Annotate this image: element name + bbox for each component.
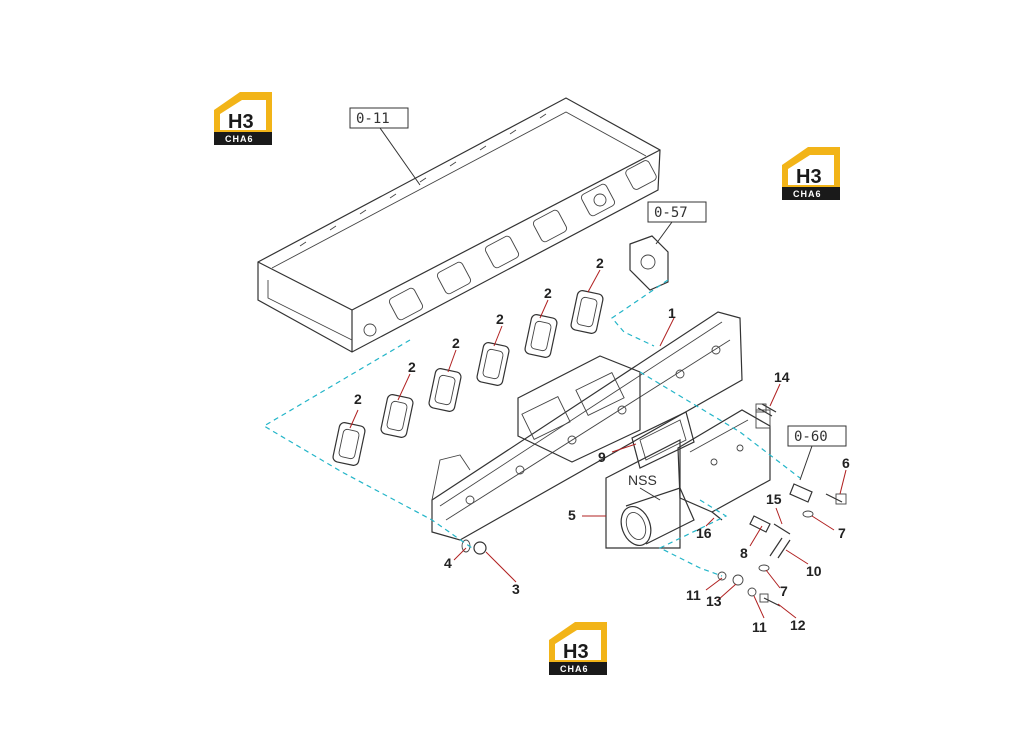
cylinder-head-drawing [257, 97, 661, 353]
part-number-6: 6 [842, 455, 850, 471]
watermark-text-top: H3 [228, 111, 254, 133]
part-number-5: 5 [568, 507, 576, 523]
part-number-8: 8 [740, 545, 748, 561]
part-number-3: 3 [512, 581, 520, 597]
part-number-7: 7 [780, 583, 788, 599]
egr-cooler-drawing [677, 409, 771, 513]
part-number-12: 12 [790, 617, 806, 633]
gasket-9-drawing [631, 411, 695, 469]
watermark-text-top: H3 [563, 641, 589, 663]
part-number-10: 10 [806, 563, 822, 579]
watermark-text-bottom: CHA6 [560, 664, 589, 674]
nss-box: NSS [605, 439, 695, 549]
ref-label-pipe: 0-60 [794, 429, 828, 445]
alignment-lines [262, 279, 801, 577]
part-number-16: 16 [696, 525, 712, 541]
part-number-2: 2 [596, 255, 604, 271]
watermark-logo-bottom: H3 CHA6 [549, 622, 607, 675]
part-number-9: 9 [598, 449, 606, 465]
watermark-text-bottom: CHA6 [793, 189, 822, 199]
ref-label-egr: 0-57 [654, 205, 688, 221]
ref-label-cylinder-head: 0-11 [356, 111, 390, 127]
watermark-text-bottom: CHA6 [225, 134, 254, 144]
part-number-7: 7 [838, 525, 846, 541]
watermark-text-top: H3 [796, 166, 822, 188]
part-number-4: 4 [444, 555, 452, 571]
part-number-labels: 1 2 2 2 2 2 2 3 4 5 6 7 7 8 9 10 11 11 1… [354, 255, 850, 635]
exhaust-manifold-drawing [431, 311, 743, 541]
watermark-logo-top-left: H3 CHA6 [214, 92, 272, 145]
nss-label: NSS [628, 472, 657, 488]
leader-lines [349, 269, 847, 619]
ref-box-cylinder-head: 0-11 [349, 107, 421, 186]
egr-bracket-drawing: 0-57 [629, 201, 707, 291]
part-number-2: 2 [452, 335, 460, 351]
part-number-1: 1 [668, 305, 676, 321]
part-number-2: 2 [544, 285, 552, 301]
part-number-14: 14 [774, 369, 790, 385]
gasket-group [332, 290, 604, 466]
part-number-13: 13 [706, 593, 722, 609]
watermark-logo-top-right: H3 CHA6 [782, 147, 840, 200]
part-number-2: 2 [354, 391, 362, 407]
part-number-15: 15 [766, 491, 782, 507]
part-number-11: 11 [752, 619, 767, 635]
part-number-11: 11 [686, 587, 701, 603]
part-number-2: 2 [496, 311, 504, 327]
part-number-2: 2 [408, 359, 416, 375]
ref-box-pipe: 0-60 [787, 425, 847, 481]
